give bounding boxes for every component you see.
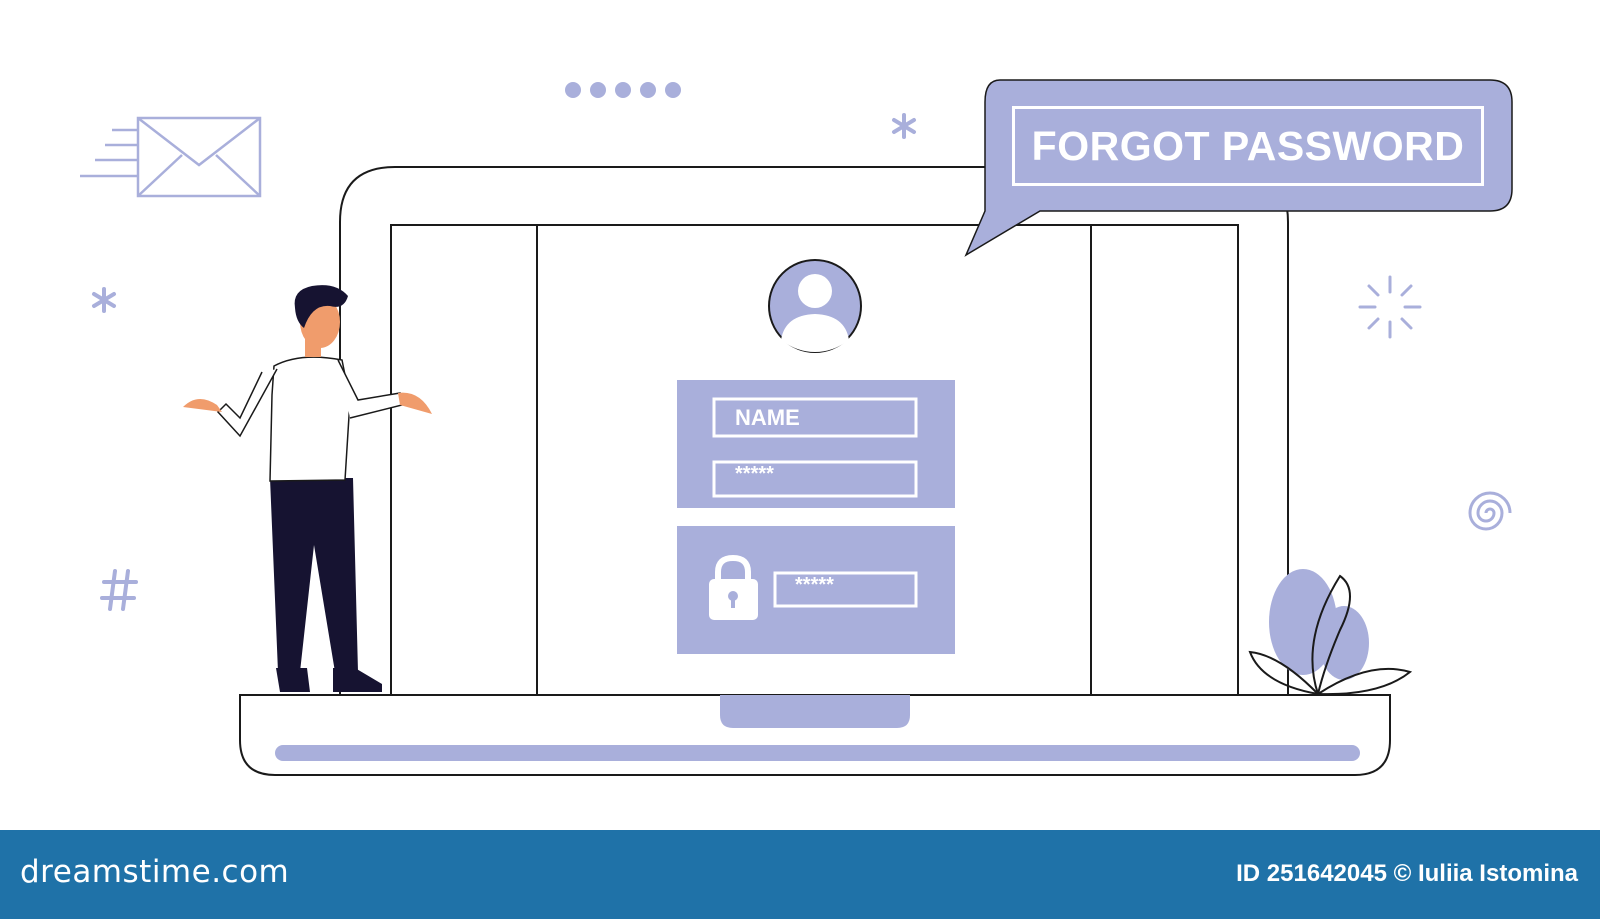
laptop-base-stripe <box>275 745 1360 761</box>
figure-pants <box>270 478 358 672</box>
forgot-password-label: FORGOT PASSWORD <box>1012 106 1484 186</box>
name-field-label: NAME <box>735 405 800 430</box>
image-credit: ID 251642045 © Iuliia Istomina <box>1236 860 1578 887</box>
plant-icon <box>1248 569 1413 696</box>
footer-bar: dreamstime.com ID 251642045 © Iuliia Ist… <box>0 830 1600 919</box>
spiral-icon <box>1468 491 1512 531</box>
hash-icon <box>100 569 138 611</box>
sparkle-icon <box>1358 275 1422 339</box>
lock-password-field-mask: ***** <box>795 574 834 596</box>
confused-man-figure <box>183 285 432 692</box>
figure-shirt <box>269 356 351 482</box>
dots-decoration <box>565 82 681 98</box>
speech-bubble <box>964 79 1513 257</box>
password-field-mask: ***** <box>735 463 774 485</box>
name-field[interactable] <box>712 397 918 438</box>
lock-password-field[interactable] <box>773 571 918 608</box>
figure-hair <box>294 285 348 328</box>
asterisk-icon <box>892 113 916 139</box>
laptop-notch <box>720 695 910 728</box>
password-field[interactable] <box>712 460 918 498</box>
login-card-panel <box>677 380 955 508</box>
brand-logo: dreamstime.com <box>20 854 290 890</box>
envelope-icon <box>80 116 262 198</box>
user-avatar-icon <box>768 259 862 353</box>
padlock-icon <box>709 554 758 620</box>
illustration-scene <box>80 79 1513 776</box>
asterisk-icon <box>92 287 116 313</box>
